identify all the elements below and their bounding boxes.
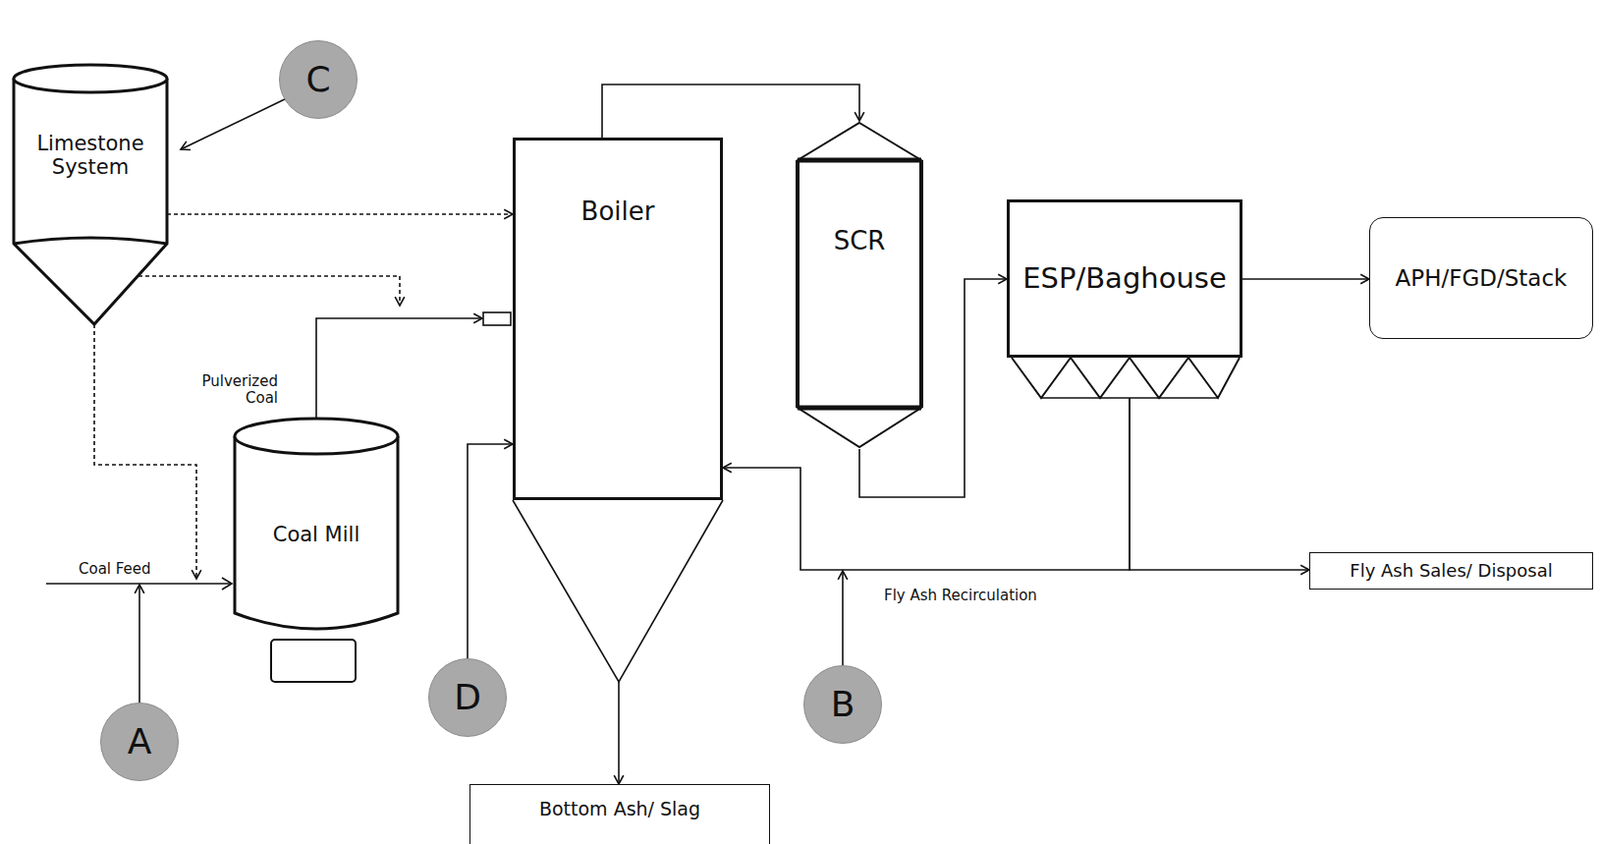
node-label: SCR — [833, 226, 886, 257]
flow-connector — [613, 681, 624, 784]
flow-connector — [138, 275, 405, 306]
flow-label: Fly Ash Recirculation — [883, 587, 1038, 605]
callout-letter: A — [127, 720, 153, 762]
arrow-head — [221, 577, 232, 590]
flow-connector — [166, 209, 513, 220]
boiler-box: Boiler — [512, 137, 723, 500]
flow-connector — [180, 97, 289, 151]
callout-circle: C — [278, 40, 358, 119]
esp-box: ESP/Baghouse — [1006, 199, 1243, 358]
boiler-hopper — [512, 499, 723, 682]
node-label: Bottom Ash/ Slag — [539, 798, 701, 821]
scr-outline — [795, 120, 924, 449]
node-label: Fly Ash Sales/ Disposal — [1349, 560, 1552, 582]
silo-outline — [11, 62, 169, 325]
callout-circle: A — [100, 702, 179, 781]
fly-ash-box: Fly Ash Sales/ Disposal — [1309, 551, 1594, 590]
flow-connector — [722, 397, 1130, 570]
esp-hoppers — [1011, 357, 1240, 398]
node-label: Boiler — [581, 197, 656, 227]
flow-connector — [1242, 274, 1370, 284]
flow-connector — [602, 84, 865, 138]
node-label: Limestone System — [26, 131, 155, 179]
flow-connector — [134, 584, 145, 703]
flow-connector — [837, 570, 848, 665]
coal-mill: Coal Mill — [232, 416, 400, 640]
limestone-silo: Limestone System — [11, 62, 169, 325]
callout-letter: C — [305, 58, 331, 100]
callout-letter: D — [453, 676, 482, 718]
node-label: ESP/Baghouse — [1022, 262, 1227, 295]
flow-connector — [1129, 397, 1310, 575]
flow-connector — [94, 324, 202, 579]
node-label: Coal Mill — [273, 522, 361, 547]
burner — [483, 312, 511, 326]
node-label: APH/FGD/Stack — [1395, 265, 1568, 291]
scr-reactor: SCR — [795, 120, 924, 449]
flow-connector — [467, 439, 513, 659]
coal-feed-line — [46, 582, 231, 585]
bottom-ash-box: Bottom Ash/ Slag — [469, 783, 771, 844]
callout-letter: B — [830, 683, 856, 724]
callout-circle: B — [803, 664, 883, 744]
callout-circle: D — [428, 658, 507, 737]
flow-label: Pulverized Coal — [199, 373, 278, 408]
stack-box: APH/FGD/Stack — [1369, 217, 1594, 339]
mill-base — [271, 639, 356, 682]
flow-label: Coal Feed — [78, 560, 152, 578]
